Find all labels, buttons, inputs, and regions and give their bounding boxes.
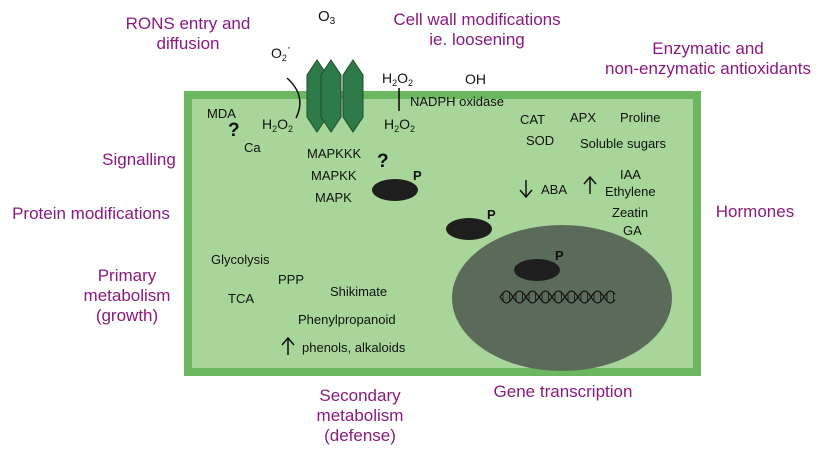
zeatin-label: Zeatin: [612, 205, 649, 220]
h-subscript: 2: [392, 78, 398, 88]
channel-leaf-icon: [320, 59, 342, 133]
ppp-label: PPP: [278, 272, 305, 287]
mapkkk-label: MAPKKK: [307, 146, 362, 161]
phospho-protein-2: [446, 218, 492, 240]
nucleus: [452, 225, 672, 371]
tca-label: TCA: [228, 291, 254, 306]
species-oh: OH: [465, 71, 486, 87]
o2-letter: O: [271, 45, 282, 61]
h-letter: H: [384, 116, 395, 132]
question-mark-mapk: ?: [377, 151, 389, 172]
sod-label: SOD: [526, 133, 555, 148]
mapk-label: MAPK: [315, 190, 352, 205]
ga-label: GA: [623, 223, 642, 238]
h-letter: H: [382, 70, 393, 86]
phospho-label-2: P: [487, 207, 496, 222]
species-o3: O3: [318, 8, 335, 27]
o-subscript: 2: [410, 124, 416, 134]
label-antioxidants-line2: non-enzymatic antioxidants: [604, 59, 811, 78]
species-h2o2-top: H2O2: [382, 70, 413, 88]
up-arrow-icon: [281, 336, 295, 355]
species-h2o2-entry: H2O2: [262, 116, 293, 134]
h-subscript: 2: [394, 124, 400, 134]
membrane-arc-icon: [286, 77, 301, 119]
label-secondary-metabolism: Secondary metabolism (defense): [300, 386, 420, 446]
label-primary-line2: metabolism: [83, 286, 171, 305]
glycolysis-label: Glycolysis: [211, 252, 270, 267]
mapkk-label: MAPKK: [311, 168, 357, 183]
o2-subscript: 2: [281, 53, 287, 63]
o3-subscript: 3: [329, 16, 336, 27]
label-gene-transcription: Gene transcription: [493, 382, 633, 401]
o-subscript: 2: [408, 78, 414, 88]
label-primary-line1: Primary: [97, 266, 157, 285]
ethylene-label: Ethylene: [605, 184, 656, 199]
label-primary-line3: (growth): [95, 306, 159, 325]
phenols-alkaloids-label: phenols, alkaloids: [302, 340, 406, 355]
label-antioxidants-line1: Enzymatic and: [652, 39, 764, 58]
mda-label: MDA: [207, 106, 236, 121]
ca-label: Ca: [244, 140, 261, 155]
nadph-oxidase-label: NADPH oxidase: [410, 94, 504, 109]
label-signalling: Signalling: [102, 150, 176, 169]
phospho-label-3: P: [555, 248, 564, 263]
phospho-protein-1: [372, 179, 418, 201]
iaa-label: IAA: [620, 167, 641, 182]
soluble-sugars-label: Soluble sugars: [580, 136, 666, 151]
o-subscript: 2: [288, 124, 294, 134]
h-subscript: 2: [272, 124, 278, 134]
o3-letter: O: [318, 8, 330, 25]
cat-label: CAT: [520, 112, 546, 127]
label-protein-modifications: Protein modifications: [12, 204, 170, 223]
label-rons-entry: RONS entry and diffusion: [98, 14, 278, 54]
phospho-protein-3: [514, 259, 560, 281]
o-letter: O: [397, 70, 409, 86]
o2-radical-dot: ·: [286, 40, 291, 54]
label-cell-wall-line2: ie. loosening: [429, 30, 525, 49]
channel-leaf-icon: [342, 59, 364, 133]
label-secondary-line1: Secondary: [319, 386, 401, 405]
label-rons-line2: diffusion: [156, 34, 220, 53]
label-secondary-line2: metabolism: [316, 406, 404, 425]
species-o2-radical: O2·: [271, 40, 291, 63]
label-secondary-line3: (defense): [324, 426, 396, 445]
aba-label: ABA: [541, 182, 568, 197]
label-rons-line1: RONS entry and: [125, 14, 251, 33]
dna-helix-icon: [499, 290, 616, 304]
down-arrow-icon: [519, 180, 533, 199]
label-antioxidants: Enzymatic and non-enzymatic antioxidants: [588, 39, 828, 79]
up-arrow-icon: [583, 175, 597, 194]
label-primary-metabolism: Primary metabolism (growth): [72, 266, 182, 326]
species-h2o2-inner: H2O2: [384, 116, 415, 134]
label-cell-wall: Cell wall modifications ie. loosening: [367, 10, 587, 50]
h-letter: H: [262, 116, 273, 132]
o-letter: O: [277, 116, 289, 132]
phospho-label-1: P: [413, 168, 422, 183]
apx-label: APX: [570, 110, 597, 125]
label-cell-wall-line1: Cell wall modifications: [393, 10, 561, 29]
shikimate-label: Shikimate: [330, 284, 388, 299]
question-mark-mda: ?: [228, 120, 240, 141]
o-letter: O: [399, 116, 411, 132]
proline-label: Proline: [620, 110, 661, 125]
label-hormones: Hormones: [715, 202, 795, 221]
phenylpropanoid-label: Phenylpropanoid: [298, 312, 396, 327]
